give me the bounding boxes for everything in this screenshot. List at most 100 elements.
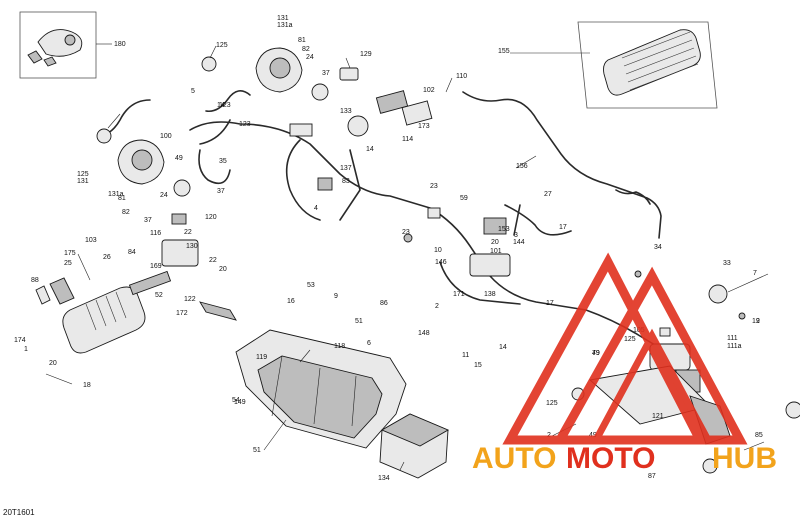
callout-number: 169 xyxy=(150,263,162,270)
callout-number: 15 xyxy=(474,362,482,369)
callout-number: 5 xyxy=(191,88,195,95)
callout-number: 20 xyxy=(49,360,57,367)
callout-number: 156 xyxy=(516,163,528,170)
callout-number: 85 xyxy=(755,432,763,439)
callout-number: 53 xyxy=(307,282,315,289)
callout-number: 87 xyxy=(648,473,656,480)
callout-labels: 180131131a818224371251291101555141231001… xyxy=(14,15,763,482)
callout-number: 14 xyxy=(366,146,374,153)
callout-number: 81 xyxy=(298,37,306,44)
callout-number: 86 xyxy=(380,300,388,307)
callout-number: 23 xyxy=(430,183,438,190)
callout-number: 26 xyxy=(103,254,111,261)
callout-number: 34 xyxy=(654,244,662,251)
callout-number: 9 xyxy=(334,293,338,300)
callout-number: 51 xyxy=(253,447,261,454)
callout-number: 172 xyxy=(176,310,188,317)
callout-number: 2 xyxy=(756,318,760,325)
callout-number: 118 xyxy=(334,343,345,350)
watermark-text-hub: HUB xyxy=(712,442,777,475)
callout-number: 59 xyxy=(460,195,468,202)
callout-number: 10 xyxy=(434,247,442,254)
callout-number: 116 xyxy=(150,230,161,237)
callout-number: 14 xyxy=(499,344,507,351)
callout-number: 81 xyxy=(118,195,126,202)
callout-number: 83 xyxy=(342,178,350,185)
callout-number: 7 xyxy=(753,270,757,277)
callout-number: 131 xyxy=(77,178,89,185)
callout-number: 144 xyxy=(513,239,525,246)
callout-number: 123 xyxy=(239,121,251,128)
callout-number: 175 xyxy=(64,250,76,257)
callout-number: 174 xyxy=(14,337,26,344)
bulb-socket-right xyxy=(201,56,217,72)
callout-number: 2 xyxy=(435,303,439,310)
callout-number: 119 xyxy=(256,354,267,361)
callout-number: 131a xyxy=(277,22,293,29)
callout-number: 125 xyxy=(77,171,89,178)
callout-number: 103 xyxy=(85,237,97,244)
callout-number: 19 xyxy=(752,318,760,325)
callout-number: 18 xyxy=(83,382,91,389)
callout-number: 6 xyxy=(367,340,371,347)
callout-number: 24 xyxy=(160,192,168,199)
callout-number: 17 xyxy=(546,300,554,307)
callout-number: 22 xyxy=(184,229,192,236)
callout-number: 11 xyxy=(462,352,469,359)
callout-number: 49 xyxy=(175,155,183,162)
callout-number: 3 xyxy=(514,232,518,239)
callout-number: 101 xyxy=(490,248,502,255)
callout-number: 82 xyxy=(122,209,130,216)
callout-number: 20 xyxy=(219,266,227,273)
callout-number: 1 xyxy=(24,346,28,353)
callout-number: 14 xyxy=(217,102,225,109)
headlight-left xyxy=(117,139,191,197)
starter-motor xyxy=(35,270,172,354)
frame-tray xyxy=(235,329,407,449)
callout-number: 52 xyxy=(155,292,163,299)
callout-number: 102 xyxy=(423,87,435,94)
callout-number: 125 xyxy=(624,336,636,343)
callout-number: 149 xyxy=(234,399,246,406)
callout-number: 84 xyxy=(128,249,136,256)
callout-number: 79 xyxy=(592,350,600,357)
callout-number: 137 xyxy=(340,165,352,172)
callout-number: 120 xyxy=(205,214,217,221)
callout-number: 27 xyxy=(544,191,552,198)
callout-number: 148 xyxy=(418,330,430,337)
callout-number: 155 xyxy=(498,48,510,55)
callout-number: 125 xyxy=(546,400,558,407)
watermark-logo xyxy=(502,252,748,445)
callout-number: 111a xyxy=(727,343,742,350)
callout-number: 111 xyxy=(727,335,738,342)
callout-number: 82 xyxy=(302,46,310,53)
callout-number: 110 xyxy=(456,73,467,80)
watermark-text-moto: MOTO xyxy=(566,442,655,475)
callout-number: 134 xyxy=(378,475,390,482)
watermark-text-auto: AUTO xyxy=(472,442,556,475)
battery xyxy=(379,413,450,479)
callout-number: 37 xyxy=(144,217,152,224)
callout-number: 146 xyxy=(435,259,447,266)
callout-number: 16 xyxy=(287,298,295,305)
callout-number: 37 xyxy=(217,188,225,195)
callout-number: 133 xyxy=(340,108,352,115)
bulb-socket-left xyxy=(96,128,112,144)
callout-number: 123 xyxy=(219,102,231,109)
callout-number: 24 xyxy=(306,54,314,61)
callout-number: 17 xyxy=(559,224,567,231)
callout-number: 88 xyxy=(31,277,39,284)
callout-number: 51 xyxy=(355,318,363,325)
diagram-reference-code: 20T1601 xyxy=(3,508,35,517)
callout-number: 54 xyxy=(232,397,240,404)
callout-number: 173 xyxy=(418,123,430,130)
callout-number: 35 xyxy=(219,158,227,165)
callout-number: 33 xyxy=(723,260,731,267)
callout-number: 114 xyxy=(402,136,413,143)
callout-number: 37 xyxy=(322,70,330,77)
callout-number: 131a xyxy=(108,191,124,198)
callout-number: 180 xyxy=(114,41,126,48)
callout-number: 125 xyxy=(216,42,228,49)
